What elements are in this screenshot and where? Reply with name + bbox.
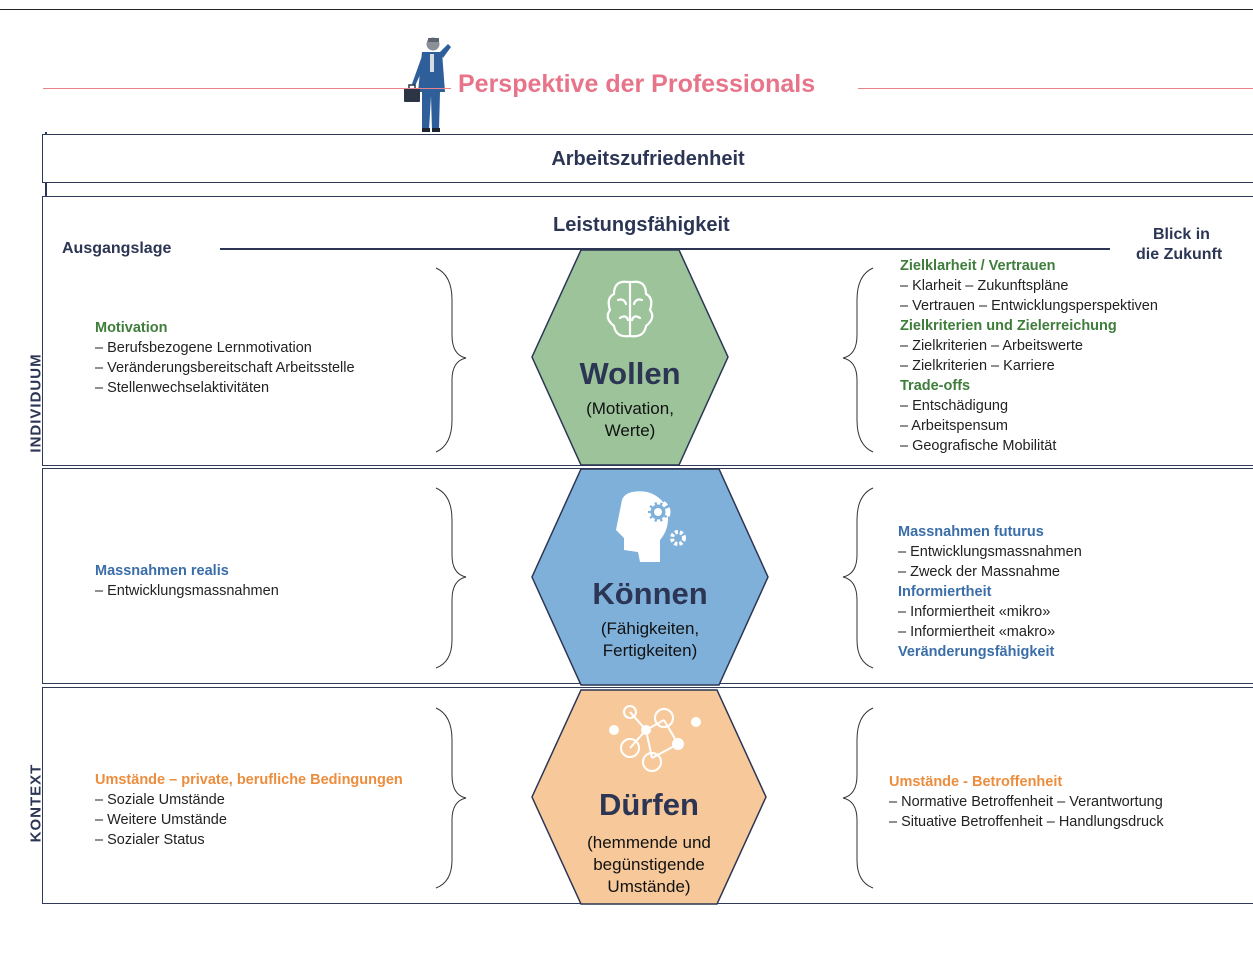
duerfen-left-block: Umstände – private, berufliche Bedingung…	[95, 770, 403, 850]
list-item: – Klarheit – Zukunftspläne	[900, 278, 1069, 294]
koennen-title: Können	[592, 576, 708, 611]
wollen-right-block: Zielklarheit / Vertrauen – Klarheit – Zu…	[900, 256, 1158, 456]
veraenderungsfaehigkeit-heading: Veränderungsfähigkeit	[898, 644, 1055, 660]
motivation-heading: Motivation	[95, 320, 168, 336]
brace-right-duerfen	[842, 707, 874, 889]
duerfen-right-block: Umstände - Betroffenheit – Normative Bet…	[889, 772, 1164, 832]
wollen-left-block: Motivation – Berufsbezogene Lernmotivati…	[95, 318, 355, 398]
betroffenheit-heading: Umstände - Betroffenheit	[889, 774, 1063, 790]
duerfen-subtitle-3: Umstände)	[607, 877, 691, 896]
header-rule-right	[858, 88, 1253, 89]
leistungsfaehigkeit-heading: Leistungsfähigkeit	[553, 214, 730, 236]
koennen-subtitle-2: Fertigkeiten)	[602, 641, 698, 660]
duerfen-title: Dürfen	[599, 787, 699, 822]
blick-line1: Blick in	[1153, 226, 1210, 243]
list-item: – Veränderungsbereitschaft Arbeitsstelle	[95, 360, 355, 376]
koennen-left-block: Massnahmen realis – Entwicklungsmassnahm…	[95, 561, 279, 601]
list-item: – Soziale Umstände	[95, 792, 225, 808]
wollen-subtitle-1: (Motivation,	[586, 399, 674, 418]
massnahmen-realis-heading: Massnahmen realis	[95, 563, 229, 579]
brace-right-koennen	[842, 487, 874, 669]
koennen-right-block: Massnahmen futurus – Entwicklungsmassnah…	[898, 522, 1082, 662]
arbeitszufriedenheit-box: Arbeitszufriedenheit	[42, 134, 1253, 183]
list-item: – Geografische Mobilität	[900, 438, 1057, 454]
list-item: – Weitere Umstände	[95, 812, 227, 828]
top-divider	[0, 9, 1253, 10]
ausgangslage-heading: Ausgangslage	[62, 240, 172, 257]
businessman-figure	[404, 37, 451, 132]
list-item: – Zweck der Massnahme	[898, 564, 1060, 580]
list-item: – Arbeitspensum	[900, 418, 1009, 434]
arbeitszufriedenheit-label: Arbeitszufriedenheit	[551, 148, 745, 170]
zielkriterien-heading: Zielkriterien und Zielerreichung	[900, 318, 1117, 334]
brace-left-duerfen	[435, 707, 467, 889]
header-rule-left	[43, 88, 451, 89]
blick-line2: die Zukunft	[1136, 246, 1223, 263]
list-item: – Zielkriterien – Karriere	[900, 358, 1055, 374]
duerfen-subtitle-1: (hemmende und	[587, 833, 711, 852]
brace-left-wollen	[435, 267, 467, 453]
koennen-subtitle-1: (Fähigkeiten,	[600, 619, 700, 638]
zielklarheit-heading: Zielklarheit / Vertrauen	[900, 258, 1056, 274]
wollen-title: Wollen	[579, 356, 681, 391]
list-item: – Vertrauen – Entwicklungsperspektiven	[900, 298, 1158, 314]
list-item: – Sozialer Status	[95, 832, 205, 848]
list-item: – Stellenwechselaktivitäten	[95, 380, 270, 396]
list-item: – Situative Betroffenheit – Handlungsdru…	[889, 814, 1164, 830]
list-item: – Berufsbezogene Lernmotivation	[95, 340, 312, 356]
network-people-icon	[609, 705, 701, 772]
list-item: – Entwicklungsmassnahmen	[95, 583, 279, 599]
list-item: – Entwicklungsmassnahmen	[898, 544, 1082, 560]
list-item: – Informiertheit «makro»	[898, 624, 1056, 640]
list-item: – Informiertheit «mikro»	[898, 604, 1051, 620]
wollen-hexagon	[531, 249, 729, 466]
brain-icon	[606, 280, 654, 338]
tradeoffs-heading: Trade-offs	[900, 378, 971, 394]
wollen-subtitle-2: Werte)	[604, 421, 656, 440]
list-item: – Normative Betroffenheit – Verantwortun…	[889, 794, 1163, 810]
list-item: – Entschädigung	[900, 398, 1009, 414]
ausgangslage-rule	[220, 248, 1110, 250]
page-title: Perspektive der Professionals	[458, 70, 816, 98]
duerfen-hexagon	[531, 689, 767, 905]
koennen-hexagon	[531, 468, 769, 686]
massnahmen-futurus-heading: Massnahmen futurus	[898, 524, 1044, 540]
head-gears-icon	[616, 491, 686, 562]
list-item: – Zielkriterien – Arbeitswerte	[900, 338, 1083, 354]
informiertheit-heading: Informiertheit	[898, 584, 992, 600]
duerfen-subtitle-2: begünstigende	[593, 855, 705, 874]
brace-left-koennen	[435, 487, 467, 669]
umstaende-heading: Umstände – private, berufliche Bedingung…	[95, 772, 403, 788]
brace-right-wollen	[842, 267, 874, 453]
